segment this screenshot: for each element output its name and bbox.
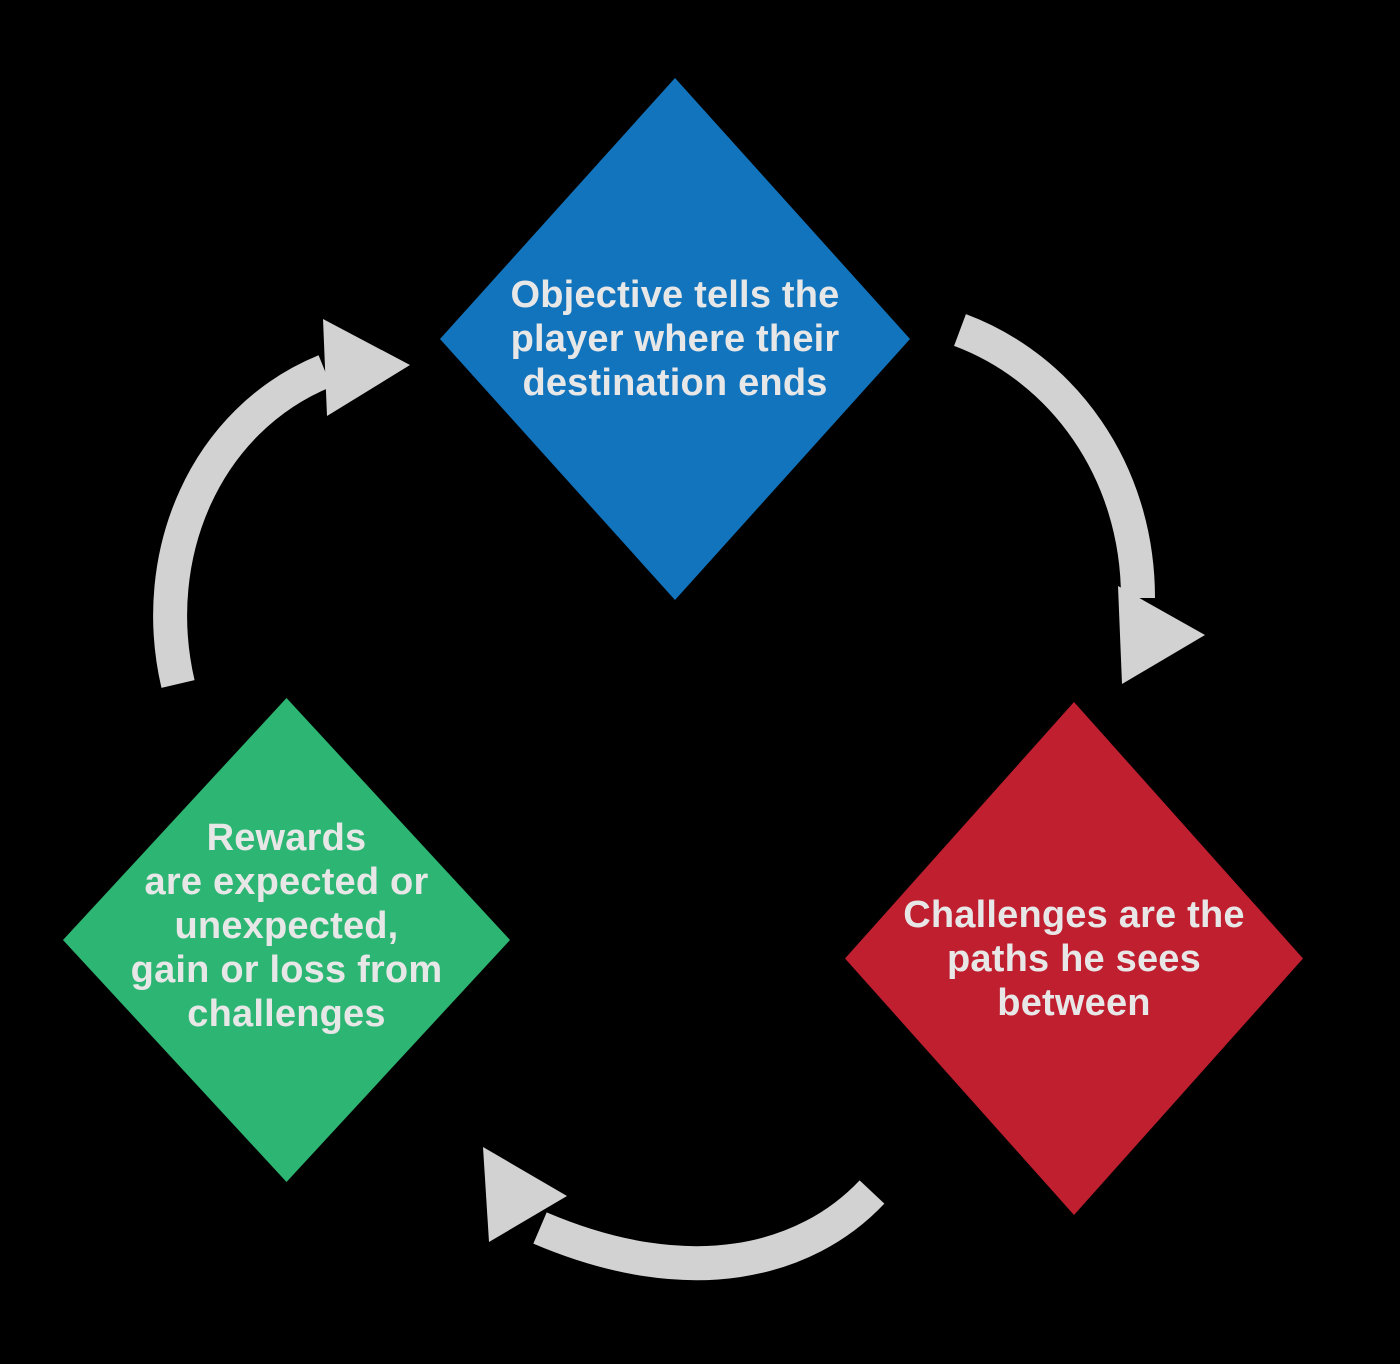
arrowhead-rewards-to-objective	[323, 319, 410, 416]
challenges-line-1: Challenges are the	[903, 893, 1245, 936]
rewards-line-4: gain or loss from	[130, 949, 443, 991]
arc-rewards-to-objective	[153, 355, 332, 688]
rewards-line-1: Rewards	[206, 817, 367, 859]
objective-line-1: Objective tells the	[510, 274, 840, 316]
arrowhead-objective-to-challenges	[1118, 586, 1205, 684]
objective-label: Objective tells the player where their d…	[510, 273, 839, 405]
rewards-line-3: unexpected,	[174, 905, 399, 947]
arc-objective-to-challenges	[953, 314, 1155, 599]
objective-line-2: player where their	[510, 318, 840, 360]
objective-node: Objective tells the player where their d…	[440, 78, 910, 600]
rewards-line-5: challenges	[187, 993, 386, 1035]
arc-challenges-to-rewards	[533, 1180, 885, 1281]
arrowhead-challenges-to-rewards	[483, 1147, 567, 1242]
challenges-node: Challenges are the paths he sees between	[845, 702, 1303, 1215]
challenges-line-3: between	[997, 981, 1151, 1024]
challenges-label: Challenges are the paths he sees between	[903, 893, 1245, 1025]
arrow-challenges-to-rewards	[483, 1147, 885, 1281]
rewards-label: Rewards are expected or unexpected, gain…	[131, 816, 443, 1036]
rewards-node: Rewards are expected or unexpected, gain…	[63, 698, 510, 1182]
rewards-line-2: are expected or	[144, 861, 429, 903]
arrow-objective-to-challenges	[953, 314, 1205, 684]
arrow-rewards-to-objective	[153, 319, 410, 688]
objective-line-3: destination ends	[522, 362, 828, 404]
challenges-line-2: paths he sees	[947, 937, 1201, 980]
